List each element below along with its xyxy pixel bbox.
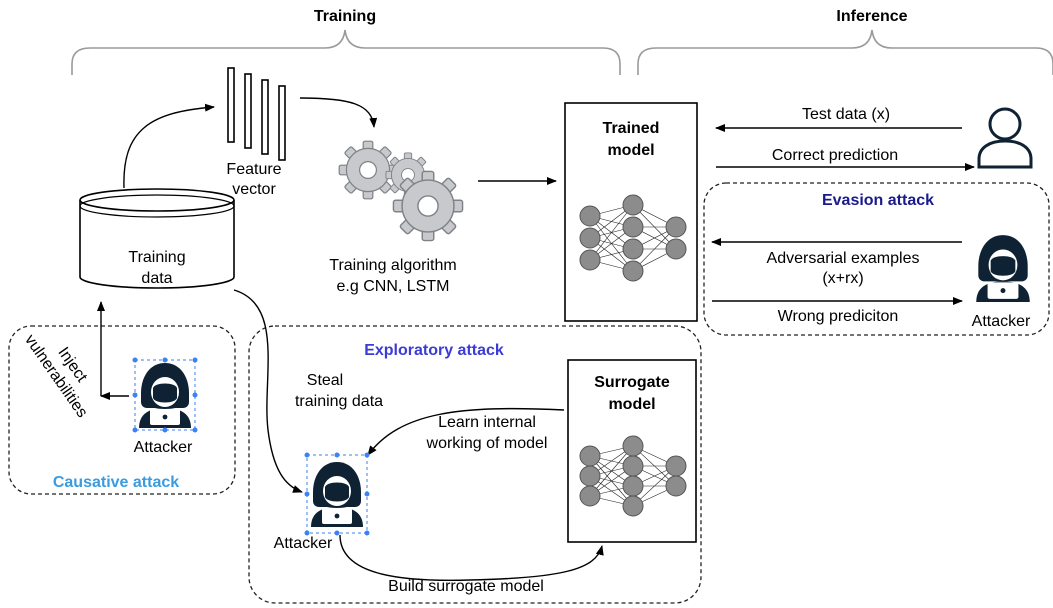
network-edge: [589, 445, 634, 497]
test-data-label: Test data (x): [802, 106, 890, 123]
causative-attack-title: Causative attack: [53, 474, 179, 491]
network-node: [622, 194, 644, 216]
trained-model-label-1: Trained: [603, 120, 660, 137]
network-node: [579, 485, 601, 507]
hacker-icon: [132, 357, 198, 433]
network-node: [665, 238, 687, 260]
network-node: [665, 475, 687, 497]
feature-vector-label-2: vector: [232, 181, 276, 198]
arrow-data-to-features: [123, 103, 215, 189]
network-node: [622, 455, 644, 477]
network-node: [579, 249, 601, 271]
inference-brace: [637, 29, 1053, 75]
network-edge: [589, 204, 634, 261]
surrogate-model-label-2: model: [608, 396, 655, 413]
trained-model-network: [579, 194, 687, 282]
gear-icon: [338, 140, 464, 242]
arrow-build-surrogate: [339, 534, 604, 581]
network-node: [622, 435, 644, 457]
steal-label-1: Steal: [307, 372, 343, 389]
causative-attacker-label: Attacker: [134, 439, 193, 456]
hacker-icon: [976, 235, 1030, 302]
feature-vector-icon: [227, 67, 286, 161]
exploratory-attack-region: [248, 325, 702, 604]
training-algorithm-label-1: Training algorithm: [329, 257, 456, 274]
network-node: [579, 445, 601, 467]
network-node: [579, 227, 601, 249]
causative-attack-region: [8, 325, 236, 495]
surrogate-model-network: [579, 435, 687, 517]
user-icon: [977, 107, 1033, 169]
arrow-learn-internal-working: [367, 407, 565, 456]
surrogate-model-label-1: Surrogate: [594, 374, 670, 391]
learn-label-2: working of model: [426, 435, 548, 452]
training-brace: [71, 29, 621, 75]
network-node: [579, 205, 601, 227]
build-surrogate-label: Build surrogate model: [388, 578, 544, 595]
learn-label-1: Learn internal: [438, 414, 536, 431]
exploratory-attacker-label: Attacker: [274, 535, 333, 552]
adversarial-examples-label-2: (x+rx): [822, 270, 863, 287]
training-data-database: Training data: [79, 188, 235, 289]
network-node: [622, 238, 644, 260]
hacker-icon: [304, 452, 370, 536]
training-data-label-1: Training: [128, 249, 185, 266]
correct-prediction-label: Correct prediction: [772, 147, 898, 164]
arrow-steal-training-data: [233, 289, 303, 493]
evasion-attacker-label: Attacker: [972, 313, 1031, 330]
adversarial-examples-label-1: Adversarial examples: [767, 250, 920, 267]
training-header: Training: [314, 8, 376, 25]
arrow-features-to-algorithm: [299, 97, 378, 128]
network-node: [665, 455, 687, 477]
exploratory-attack-title: Exploratory attack: [364, 342, 504, 359]
evasion-attack-region: [703, 182, 1050, 336]
network-node: [622, 260, 644, 282]
training-data-label-2: data: [141, 270, 172, 287]
network-node: [579, 465, 601, 487]
network-node: [622, 216, 644, 238]
evasion-attack-title: Evasion attack: [822, 192, 934, 209]
wrong-prediction-label: Wrong prediciton: [778, 308, 899, 325]
network-node: [622, 495, 644, 517]
training-algorithm-label-2: e.g CNN, LSTM: [337, 278, 450, 295]
trained-model-label-2: model: [607, 142, 654, 159]
network-node: [622, 475, 644, 497]
steal-label-2: training data: [295, 393, 383, 410]
inference-header: Inference: [836, 8, 907, 25]
feature-vector-label-1: Feature: [226, 161, 281, 178]
network-node: [665, 216, 687, 238]
